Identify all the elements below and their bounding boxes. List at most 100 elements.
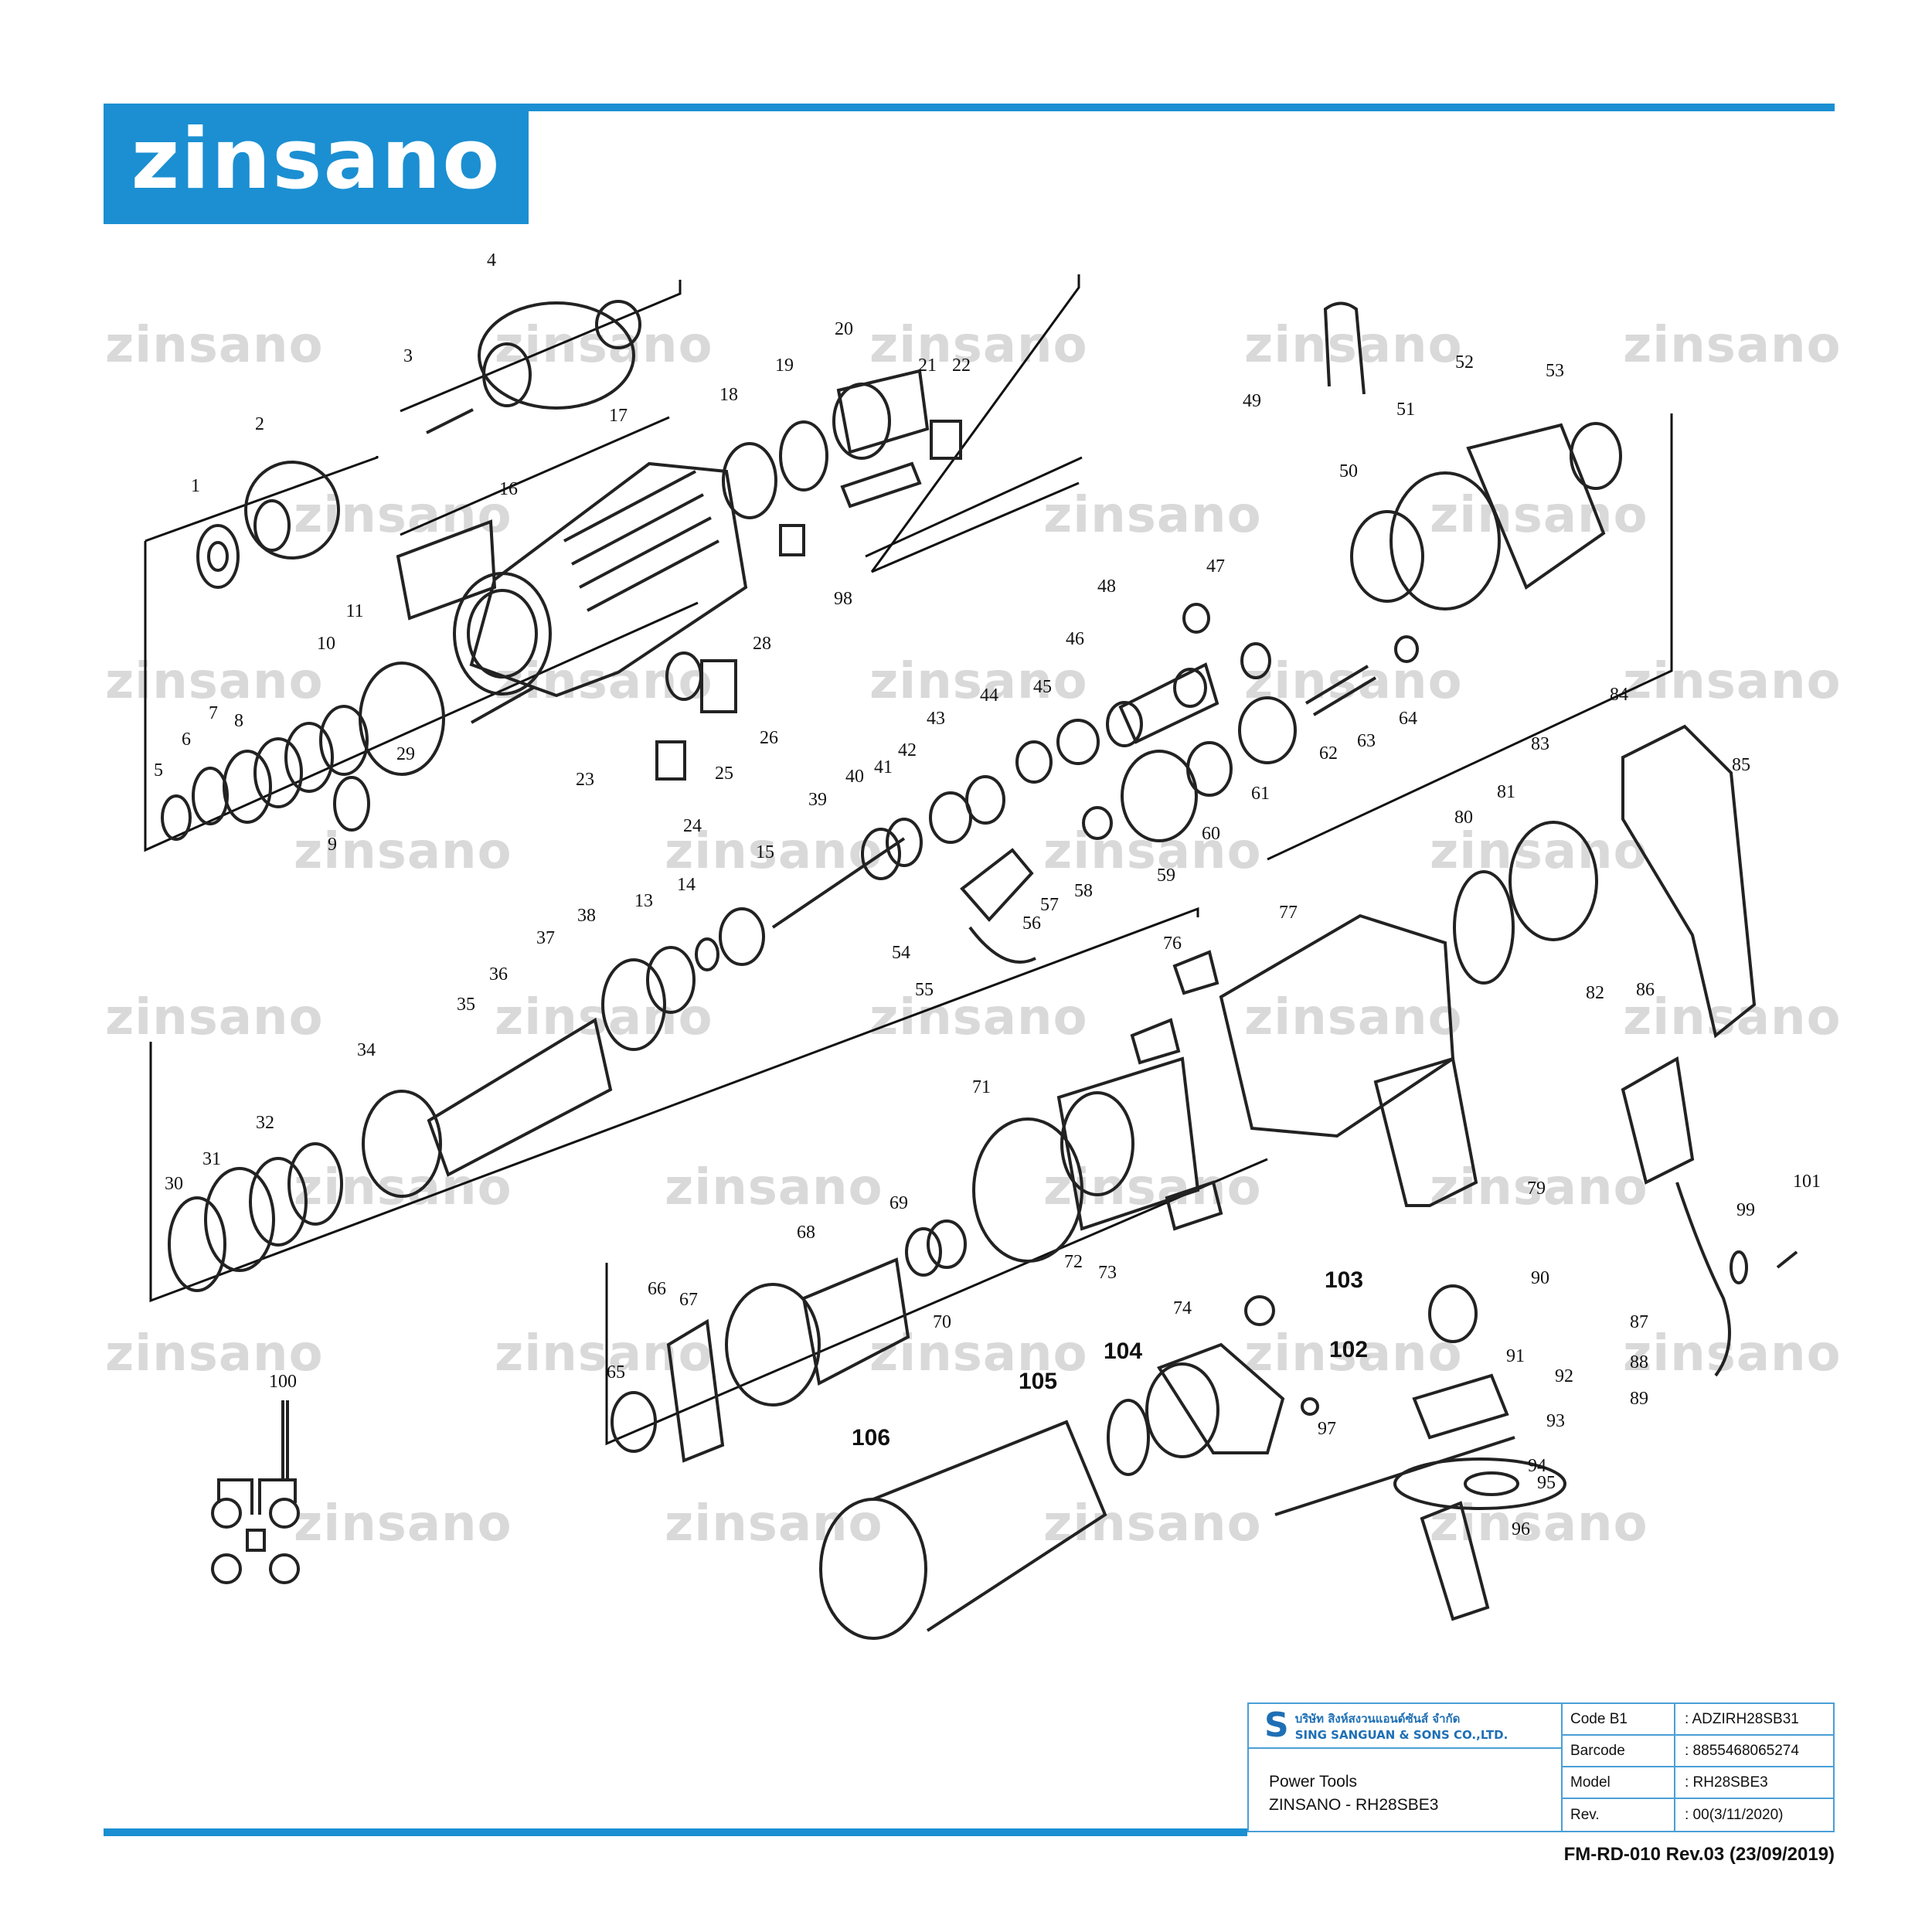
part-number-103: 103 <box>1325 1267 1363 1293</box>
part-number-15: 15 <box>756 842 774 862</box>
part-number-63: 63 <box>1357 731 1376 751</box>
part-number-98: 98 <box>834 589 852 609</box>
part-number-10: 10 <box>317 634 335 654</box>
part-number-85: 85 <box>1732 755 1750 775</box>
part-number-23: 23 <box>576 770 594 790</box>
part-number-37: 37 <box>536 928 555 948</box>
parts-sketch <box>161 300 1798 1640</box>
part-number-73: 73 <box>1098 1263 1117 1283</box>
part-73-drawing <box>1056 1056 1200 1231</box>
part-number-26: 26 <box>760 728 778 748</box>
part-number-18: 18 <box>719 385 738 405</box>
part-number-19: 19 <box>775 355 794 376</box>
part-number-52: 52 <box>1455 352 1474 372</box>
part-number-22: 22 <box>952 355 971 376</box>
part-11-drawing <box>359 662 445 776</box>
part-59-drawing <box>1121 750 1198 842</box>
part-number-81: 81 <box>1497 782 1515 802</box>
model-key: Model <box>1563 1767 1675 1798</box>
part-number-32: 32 <box>256 1113 274 1133</box>
part-number-76: 76 <box>1163 934 1182 954</box>
part-number-48: 48 <box>1097 577 1116 597</box>
watermark: zinsano <box>1043 823 1262 880</box>
part-number-82: 82 <box>1586 983 1604 1003</box>
part-number-30: 30 <box>165 1174 183 1194</box>
part-number-71: 71 <box>972 1077 991 1097</box>
model-value: : RH28SBE3 <box>1685 1774 1768 1791</box>
part-number-34: 34 <box>357 1040 376 1060</box>
product-info: Power Tools ZINSANO - RH28SBE3 <box>1269 1770 1438 1817</box>
part-86-drawing <box>1621 1056 1695 1185</box>
watermark: zinsano <box>105 317 324 374</box>
part-number-35: 35 <box>457 995 475 1015</box>
part-number-68: 68 <box>797 1223 815 1243</box>
watermark: zinsano <box>1430 487 1648 544</box>
brand-logo-text: zinsano <box>131 111 502 208</box>
part-number-17: 17 <box>609 406 628 426</box>
part-17-drawing <box>469 461 748 698</box>
part-number-16: 16 <box>499 479 518 499</box>
part-number-57: 57 <box>1040 895 1059 915</box>
form-id: FM-RD-010 Rev.03 (23/09/2019) <box>1563 1844 1835 1865</box>
part-49-drawing <box>1323 301 1366 395</box>
watermark: zinsano <box>105 653 324 710</box>
part-68-drawing <box>725 1283 821 1406</box>
header-bar <box>104 104 1835 111</box>
part-number-93: 93 <box>1546 1411 1565 1431</box>
part-number-102: 102 <box>1329 1337 1368 1362</box>
part-number-50: 50 <box>1339 461 1358 481</box>
watermark: zinsano <box>665 1495 883 1553</box>
watermark: zinsano <box>495 1325 713 1383</box>
part-34-drawing <box>362 1090 442 1198</box>
part-number-79: 79 <box>1527 1179 1546 1199</box>
watermark: zinsano <box>665 1159 883 1216</box>
part-number-69: 69 <box>889 1193 908 1213</box>
part-16-drawing <box>396 519 497 621</box>
part-number-31: 31 <box>202 1149 221 1169</box>
part-96-drawing <box>1420 1501 1490 1621</box>
part-number-92: 92 <box>1555 1366 1573 1386</box>
part-number-36: 36 <box>489 964 508 985</box>
part-106-drawing <box>819 1498 927 1640</box>
part-4-drawing <box>478 301 635 410</box>
watermark: zinsano <box>1244 989 1463 1046</box>
part-number-13: 13 <box>634 891 653 911</box>
part-number-62: 62 <box>1319 743 1338 764</box>
part-number-59: 59 <box>1157 866 1175 886</box>
part-number-4: 4 <box>487 250 496 270</box>
part-number-88: 88 <box>1630 1352 1648 1372</box>
watermark: zinsano <box>1244 1325 1463 1383</box>
part-number-1: 1 <box>191 476 200 496</box>
part-number-72: 72 <box>1064 1252 1083 1272</box>
part-number-39: 39 <box>808 790 827 810</box>
part-52-drawing <box>1466 423 1606 590</box>
part-number-8: 8 <box>234 711 243 731</box>
watermark: zinsano <box>1430 823 1648 880</box>
part-number-41: 41 <box>874 757 893 777</box>
part-number-51: 51 <box>1396 400 1415 420</box>
watermark: zinsano <box>1244 317 1463 374</box>
part-number-101: 101 <box>1793 1172 1821 1192</box>
part-number-44: 44 <box>980 685 998 706</box>
watermark: zinsano <box>1623 317 1842 374</box>
part-number-2: 2 <box>255 414 264 434</box>
part-number-91: 91 <box>1506 1346 1525 1366</box>
product-model-name: ZINSANO - RH28SBE3 <box>1269 1796 1439 1814</box>
part-number-28: 28 <box>753 634 771 654</box>
title-block-left: S บริษัท สิงห์สงวนแอนด์ซันส์ จำกัด SING … <box>1249 1704 1563 1831</box>
part-number-3: 3 <box>403 346 413 366</box>
part-77-drawing <box>1219 913 1455 1138</box>
revision-row: Rev. : 00(3/11/2020) <box>1563 1799 1833 1831</box>
watermark: zinsano <box>1043 487 1262 544</box>
part-number-94: 94 <box>1528 1456 1546 1476</box>
part-2-drawing <box>244 461 340 560</box>
part-number-74: 74 <box>1173 1298 1192 1318</box>
watermark: zinsano <box>294 1495 512 1553</box>
watermark: zinsano <box>1623 989 1842 1046</box>
part-number-100: 100 <box>269 1372 297 1392</box>
model-row: Model : RH28SBE3 <box>1563 1767 1833 1799</box>
part-1-drawing <box>196 524 240 589</box>
part-number-90: 90 <box>1531 1268 1549 1288</box>
part-number-66: 66 <box>648 1279 666 1299</box>
part-103-drawing <box>1244 1295 1275 1326</box>
